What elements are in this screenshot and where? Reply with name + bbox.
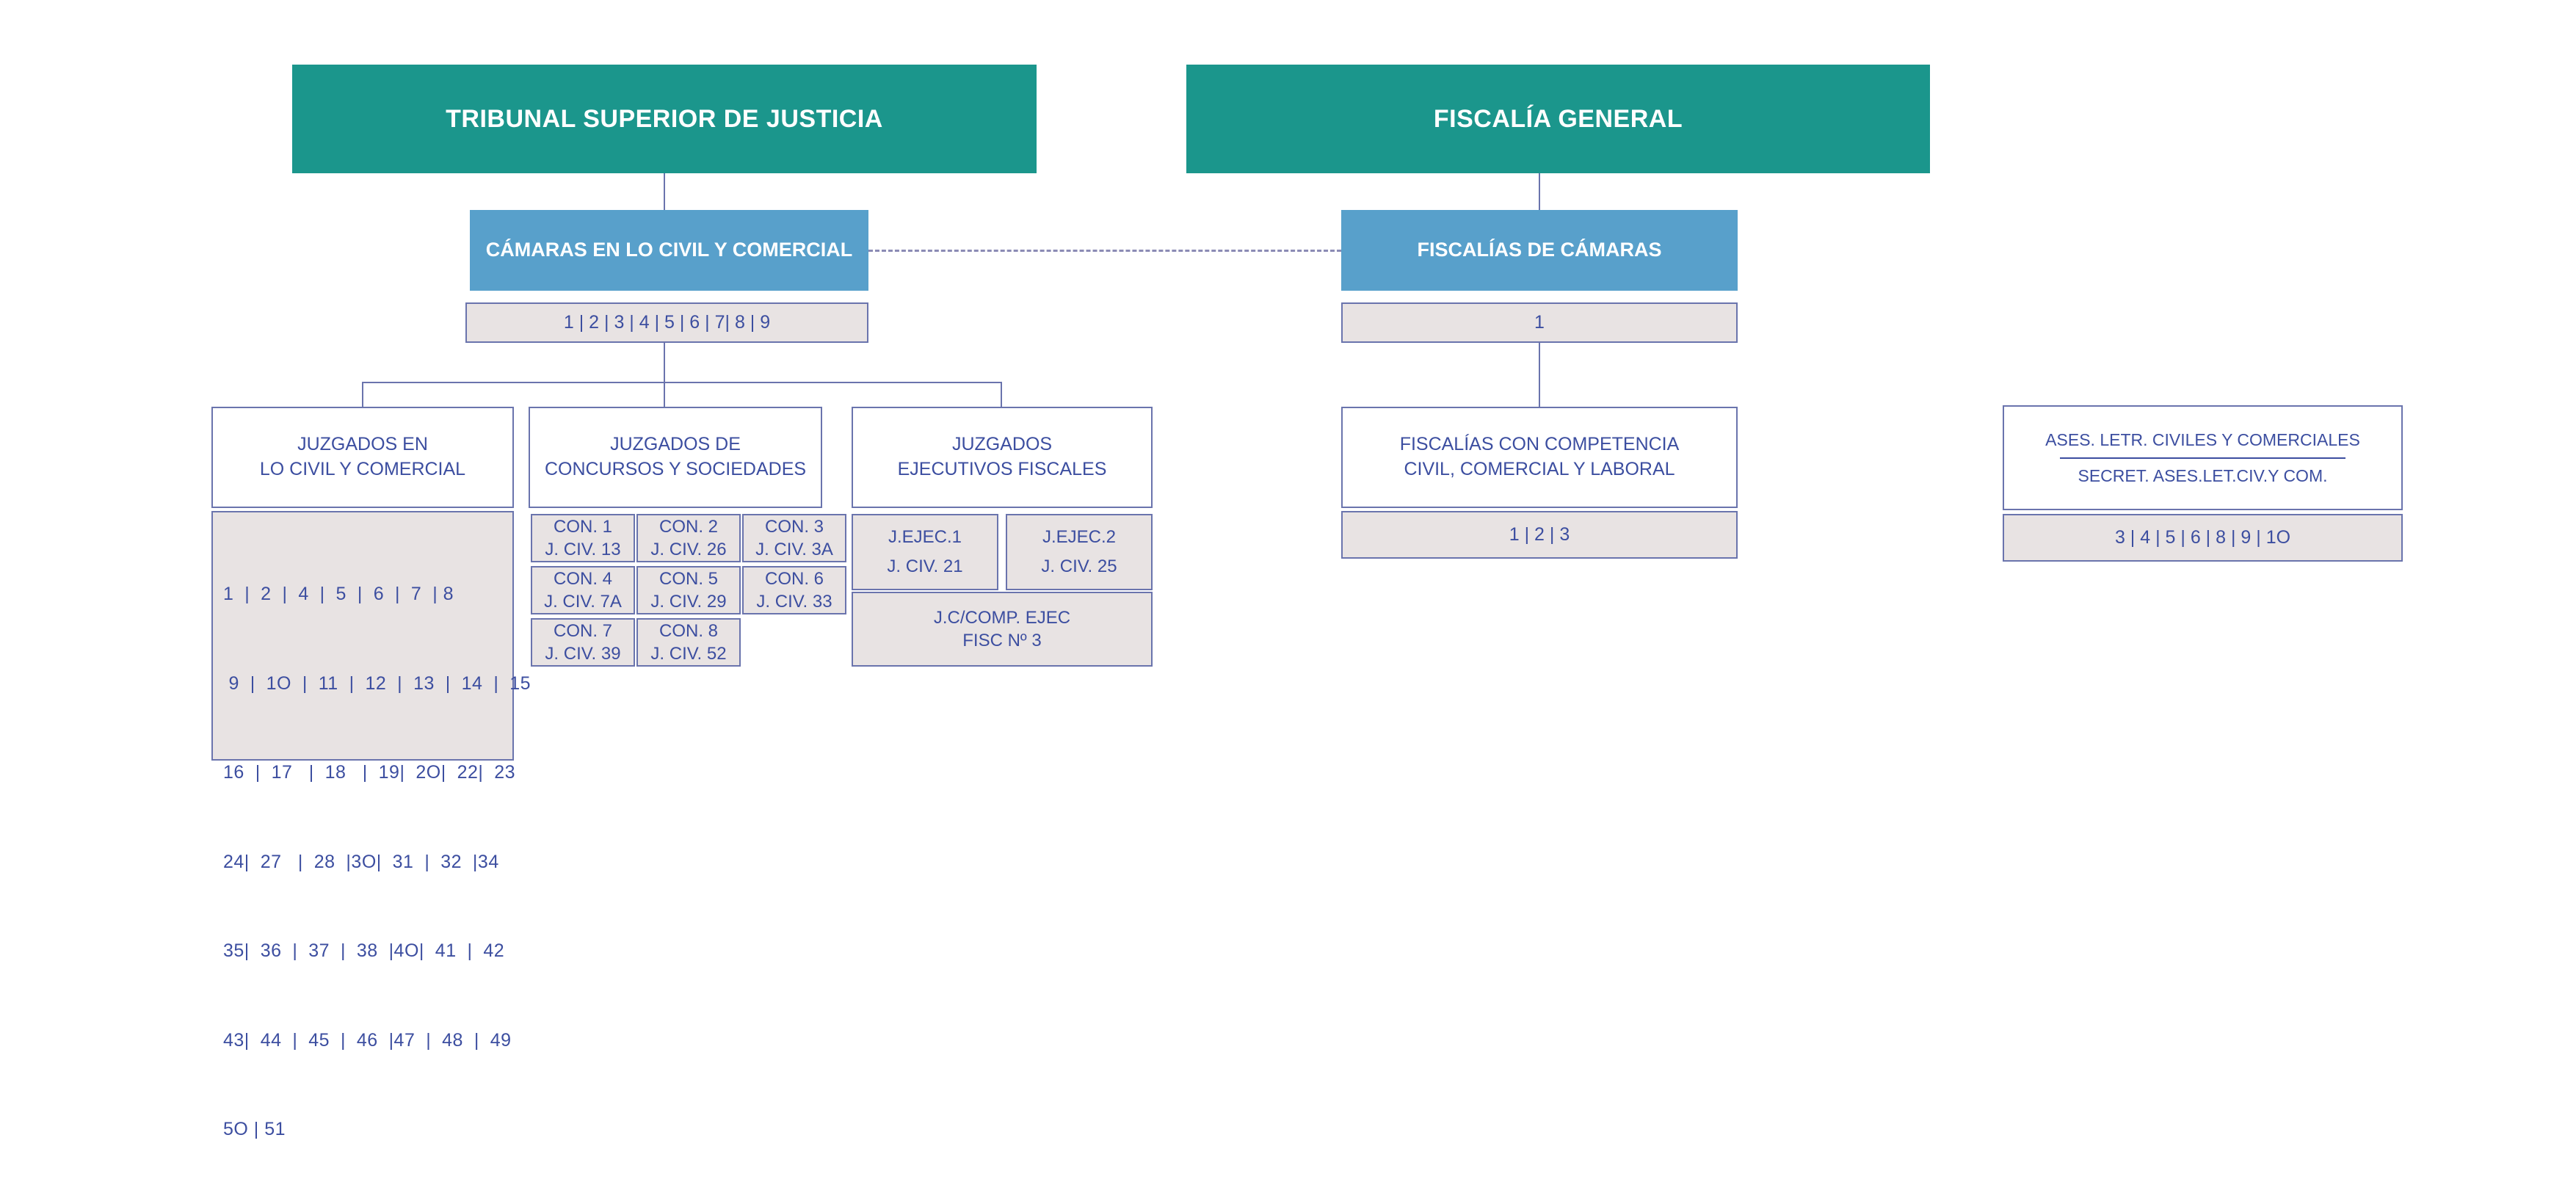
concursos-cell-con-7[interactable]: CON. 7 J. CIV. 39 — [531, 618, 635, 667]
camaras-number-strip[interactable]: 1 | 2 | 3 | 4 | 5 | 6 | 7| 8 | 9 — [465, 302, 868, 343]
cell-line1: J.C/COMP. EJEC — [933, 607, 1071, 628]
root-tribunal-label: TRIBUNAL SUPERIOR DE JUSTICIA — [446, 104, 883, 133]
ejecutivos-cell-jejec-1[interactable]: J.EJEC.1 J. CIV. 21 — [852, 514, 998, 590]
juzgados-concursos-title-line1: JUZGADOS DE — [610, 434, 741, 455]
camaras-civil-comercial-box[interactable]: CÁMARAS EN LO CIVIL Y COMERCIAL — [470, 210, 868, 291]
root-fiscalia-label: FISCALÍA GENERAL — [1433, 104, 1683, 133]
asesorias-title: ASES. LETR. CIVILES Y COMERCIALES — [2045, 429, 2360, 449]
concursos-cell-con-6[interactable]: CON. 6 J. CIV. 33 — [742, 566, 846, 614]
ejecutivos-cell-comp-ejec-fisc[interactable]: J.C/COMP. EJEC FISC Nº 3 — [852, 592, 1153, 667]
cell-line1: J.EJEC.1 — [888, 527, 962, 548]
root-tribunal-superior-de-justicia[interactable]: TRIBUNAL SUPERIOR DE JUSTICIA — [292, 65, 1037, 173]
cell-line1: CON. 8 — [658, 620, 718, 641]
number-row: 35| 36 | 37 | 38 |4O| 41 | 42 — [223, 940, 505, 961]
concursos-cell-con-8[interactable]: CON. 8 J. CIV. 52 — [636, 618, 741, 667]
number-row: 5O | 51 — [223, 1119, 286, 1139]
connector-camaras-down — [664, 343, 665, 383]
cell-line1: CON. 1 — [553, 516, 612, 537]
asesorias-numbers: 3 | 4 | 5 | 6 | 8 | 9 | 1O — [2114, 527, 2291, 548]
cell-line2: J. CIV. 52 — [650, 644, 727, 664]
cell-line2: J. CIV. 13 — [545, 540, 621, 559]
concursos-cell-con-3[interactable]: CON. 3 J. CIV. 3A — [742, 514, 846, 562]
fiscalias-camaras-number-strip[interactable]: 1 — [1341, 302, 1738, 343]
fiscalias-competencia-line1: FISCALÍAS CON COMPETENCIA — [1399, 434, 1680, 455]
cell-line1: CON. 3 — [764, 516, 824, 537]
juzgados-civil-title-line2: LO CIVIL Y COMERCIAL — [259, 459, 466, 479]
connector-dashed-camaras-fiscalias — [868, 250, 1341, 252]
cell-line1: CON. 2 — [658, 516, 718, 537]
cell-line1: CON. 7 — [553, 620, 612, 641]
fiscalias-de-camaras-box[interactable]: FISCALÍAS DE CÁMARAS — [1341, 210, 1738, 291]
cell-line2: J. CIV. 39 — [545, 644, 621, 664]
concursos-cell-con-2[interactable]: CON. 2 J. CIV. 26 — [636, 514, 741, 562]
asesorias-divider — [2059, 457, 2346, 459]
connector-to-col2 — [664, 382, 665, 407]
fiscalias-competencia-line2: CIVIL, COMERCIAL Y LABORAL — [1404, 459, 1675, 479]
juzgados-concursos-title-line2: CONCURSOS Y SOCIEDADES — [544, 459, 807, 479]
cell-line1: CON. 6 — [764, 568, 824, 589]
root-fiscalia-general[interactable]: FISCALÍA GENERAL — [1186, 65, 1930, 173]
connector-tribunal-to-camaras — [664, 173, 665, 210]
juzgados-ejecutivos-title-line1: JUZGADOS — [951, 434, 1053, 455]
fiscalias-competencia-numbers: 1 | 2 | 3 — [1509, 524, 1570, 545]
juzgados-civil-title-line1: JUZGADOS EN — [297, 434, 428, 455]
camaras-label: CÁMARAS EN LO CIVIL Y COMERCIAL — [485, 239, 853, 261]
juzgados-civil-number-grid[interactable]: 1 | 2 | 4 | 5 | 6 | 7 | 8 9 | 1O | 11 | … — [211, 511, 531, 1139]
connector-camaras-horizontal — [362, 382, 1002, 383]
camaras-numbers: 1 | 2 | 3 | 4 | 5 | 6 | 7| 8 | 9 — [563, 312, 771, 333]
juzgados-ejecutivos-title-line2: EJECUTIVOS FISCALES — [897, 459, 1107, 479]
asesorias-number-strip[interactable]: 3 | 4 | 5 | 6 | 8 | 9 | 1O — [2003, 514, 2403, 562]
cell-line1: CON. 5 — [658, 568, 718, 589]
concursos-cell-con-4[interactable]: CON. 4 J. CIV. 7A — [531, 566, 635, 614]
cell-line1: J.EJEC.2 — [1042, 527, 1117, 548]
cell-line2: J. CIV. 29 — [650, 592, 727, 612]
number-row: 16 | 17 | 18 | 19| 2O| 22| 23 — [223, 762, 516, 783]
juzgados-concursos-sociedades-box[interactable]: JUZGADOS DE CONCURSOS Y SOCIEDADES — [529, 407, 822, 508]
fiscalias-camaras-numbers: 1 — [1534, 312, 1545, 333]
connector-fiscalias-down — [1539, 343, 1540, 407]
cell-line2: J. CIV. 21 — [887, 556, 963, 577]
juzgados-ejecutivos-fiscales-box[interactable]: JUZGADOS EJECUTIVOS FISCALES — [852, 407, 1153, 508]
fiscalias-competencia-box[interactable]: FISCALÍAS CON COMPETENCIA CIVIL, COMERCI… — [1341, 407, 1738, 508]
fiscalias-competencia-number-strip[interactable]: 1 | 2 | 3 — [1341, 511, 1738, 559]
cell-line2: FISC Nº 3 — [962, 631, 1042, 650]
ejecutivos-cell-jejec-2[interactable]: J.EJEC.2 J. CIV. 25 — [1006, 514, 1153, 590]
cell-line2: J. CIV. 25 — [1041, 556, 1117, 577]
connector-fiscalia-to-camaras — [1539, 173, 1540, 210]
asesorias-subtitle: SECRET. ASES.LET.CIV.Y COM. — [2078, 465, 2328, 485]
cell-line2: J. CIV. 3A — [755, 540, 833, 559]
connector-to-col3 — [1001, 382, 1002, 407]
cell-line1: CON. 4 — [553, 568, 612, 589]
number-row: 24| 27 | 28 |3O| 31 | 32 |34 — [223, 851, 499, 872]
number-row: 1 | 2 | 4 | 5 | 6 | 7 | 8 — [223, 584, 454, 604]
number-row: 9 | 1O | 11 | 12 | 13 | 14 | 15 — [223, 672, 531, 694]
fiscalias-camaras-label: FISCALÍAS DE CÁMARAS — [1417, 239, 1662, 261]
org-chart-canvas: TRIBUNAL SUPERIOR DE JUSTICIA CÁMARAS EN… — [211, 65, 2403, 1139]
cell-line2: J. CIV. 7A — [544, 592, 622, 612]
juzgados-civil-comercial-box[interactable]: JUZGADOS EN LO CIVIL Y COMERCIAL — [211, 407, 514, 508]
cell-line2: J. CIV. 33 — [756, 592, 832, 612]
cell-line2: J. CIV. 26 — [650, 540, 727, 559]
connector-to-col1 — [362, 382, 363, 407]
concursos-cell-con-1[interactable]: CON. 1 J. CIV. 13 — [531, 514, 635, 562]
concursos-cell-con-5[interactable]: CON. 5 J. CIV. 29 — [636, 566, 741, 614]
asesorias-letradas-box[interactable]: ASES. LETR. CIVILES Y COMERCIALES SECRET… — [2003, 405, 2403, 510]
